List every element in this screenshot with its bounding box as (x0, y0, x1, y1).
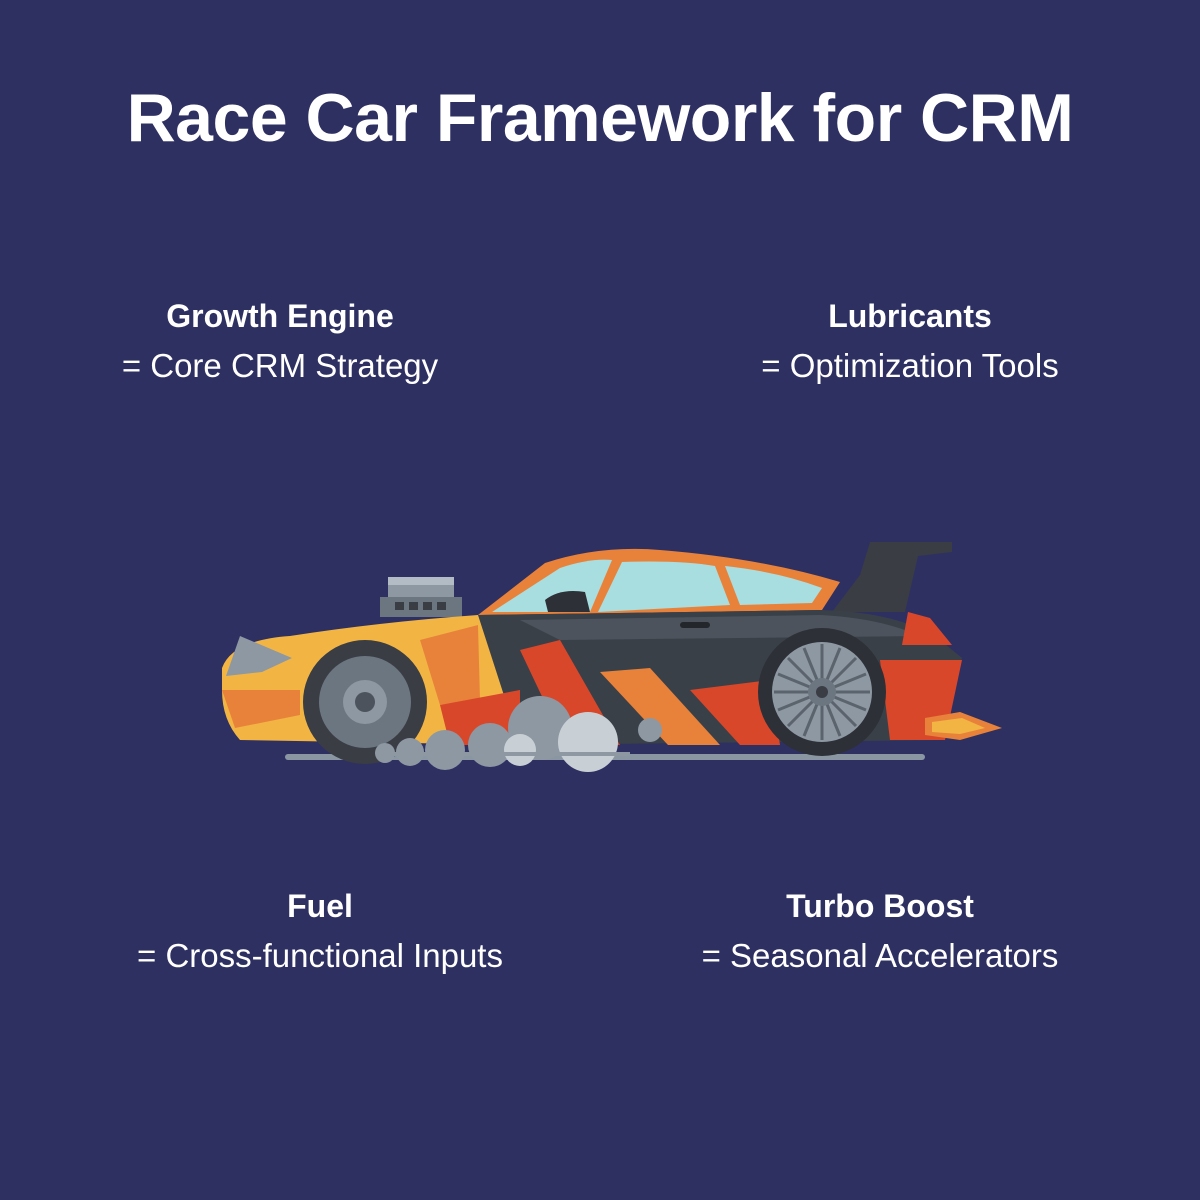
component-heading: Turbo Boost (786, 888, 974, 924)
smoke-base (380, 752, 630, 756)
component-heading: Growth Engine (166, 298, 394, 334)
smoke-puff (425, 730, 465, 770)
component-growth-engine: Growth Engine = Core CRM Strategy (80, 296, 480, 386)
component-fuel: Fuel = Cross-functional Inputs (90, 886, 550, 976)
hood-blower (380, 597, 462, 617)
page-title: Race Car Framework for CRM (126, 80, 1074, 156)
component-description: = Cross-functional Inputs (137, 937, 503, 974)
component-turbo-boost: Turbo Boost = Seasonal Accelerators (650, 886, 1110, 976)
body-stripe (600, 668, 720, 745)
side-window (598, 561, 730, 612)
hood-vent (409, 602, 418, 610)
rear-window (725, 566, 822, 605)
component-description: = Optimization Tools (761, 347, 1059, 384)
rear-wheel-cap (816, 686, 828, 698)
front-fin (226, 636, 292, 676)
hood-vent (395, 602, 404, 610)
side-mirror (545, 591, 590, 612)
component-description: = Seasonal Accelerators (701, 937, 1059, 974)
race-car-icon (222, 542, 1002, 772)
component-description: = Core CRM Strategy (121, 347, 439, 384)
hood-vent (423, 602, 432, 610)
body-stripe (690, 680, 780, 745)
smoke-puff (504, 734, 536, 766)
component-heading: Lubricants (828, 298, 992, 334)
body-stripe (222, 690, 300, 728)
hood-vent (437, 602, 446, 610)
component-heading: Fuel (287, 888, 353, 924)
body-stripe (420, 625, 480, 705)
front-wheel-hub (355, 692, 375, 712)
smoke-puff (558, 712, 618, 772)
rear-spoiler (832, 542, 952, 612)
smoke-puff (638, 718, 662, 742)
hood-scoop-top (388, 577, 454, 585)
exhaust-flame-core (932, 718, 985, 734)
component-lubricants: Lubricants = Optimization Tools (710, 296, 1110, 386)
door-handle (680, 622, 710, 628)
tail-light (902, 612, 952, 645)
